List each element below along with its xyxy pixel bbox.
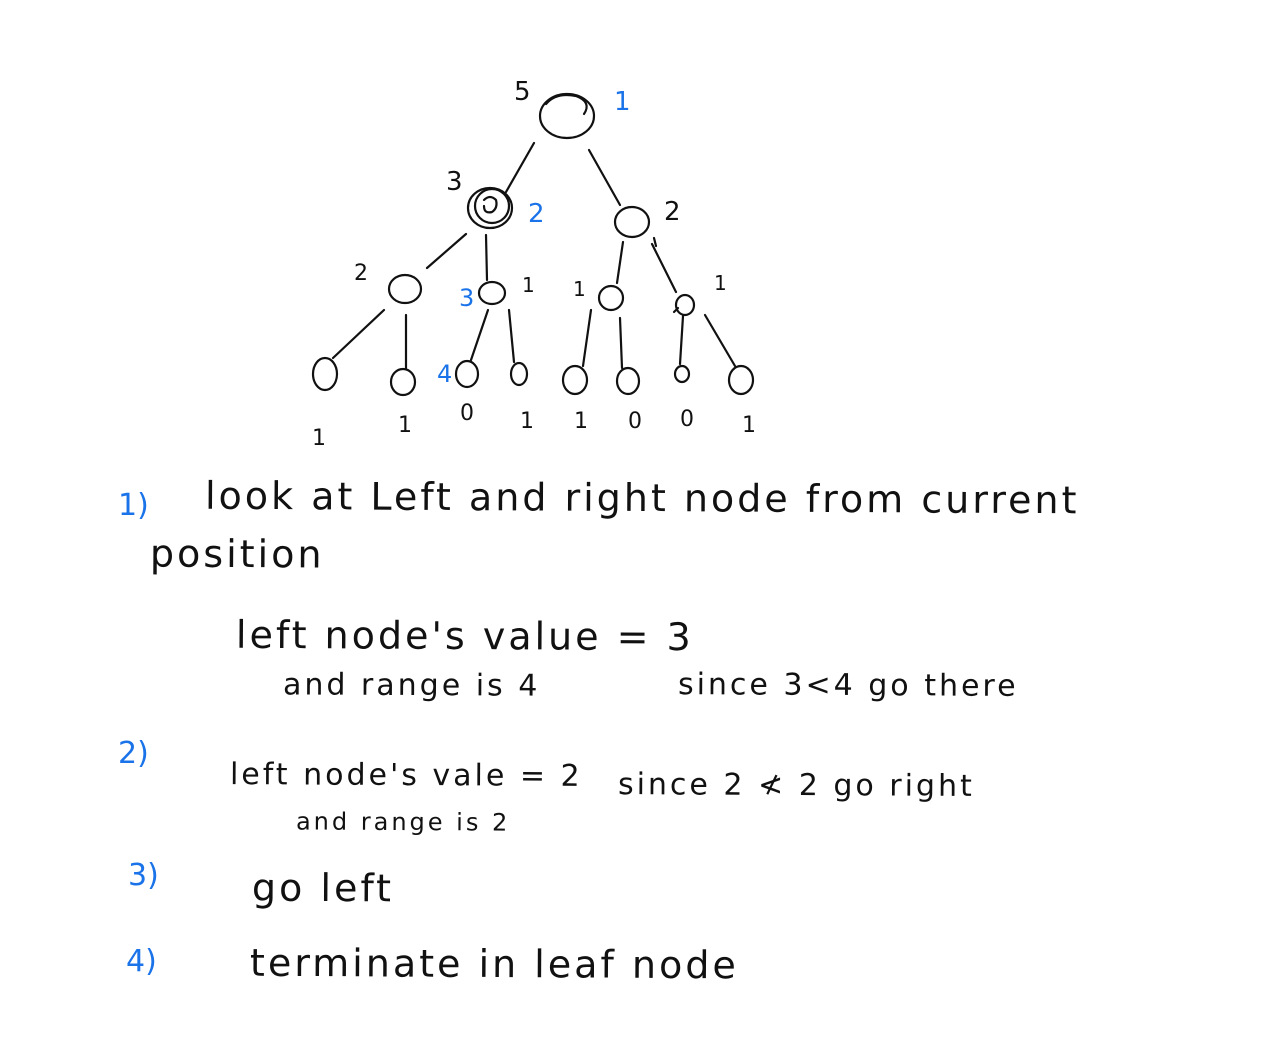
edge-right-rightright xyxy=(650,242,678,294)
step1-number: 1) xyxy=(118,488,149,523)
leaf-value-8: 1 xyxy=(742,413,756,438)
leaf-3 xyxy=(454,359,480,389)
leaf-value-1: 1 xyxy=(312,426,326,451)
step4-number: 4) xyxy=(126,944,157,979)
leaf-5 xyxy=(561,364,589,396)
edge-rr-leaf8 xyxy=(703,313,737,368)
step1-detail2: and range is 4 xyxy=(282,667,541,704)
leaf-value-7: 0 xyxy=(680,407,694,432)
right-left-value: 1 xyxy=(573,277,586,301)
left-value: 3 xyxy=(446,167,463,197)
edge-right-rightleft xyxy=(615,240,625,285)
left-node-circle-2 xyxy=(473,187,511,225)
left-node-scribble xyxy=(482,195,498,214)
step2-number: 2) xyxy=(118,736,149,771)
right-value: 2 xyxy=(664,197,681,227)
leaf-1 xyxy=(311,356,339,392)
leaf-7 xyxy=(673,364,691,384)
left-visit-order: 2 xyxy=(528,199,545,229)
tick-mark xyxy=(672,306,680,314)
edge-lr-leaf4 xyxy=(507,308,516,364)
left-left-value: 2 xyxy=(354,261,368,286)
left-left-node xyxy=(387,273,423,305)
step2-detail3: since 2 ≮ 2 go right xyxy=(617,767,975,804)
right-right-value: 1 xyxy=(714,271,727,295)
leaf-value-4: 1 xyxy=(520,409,534,434)
leaf-value-2: 1 xyxy=(398,413,412,438)
leaf-6 xyxy=(615,366,641,396)
edge-left-leftright xyxy=(484,233,489,282)
left-right-value: 1 xyxy=(522,273,535,297)
right-node xyxy=(613,205,651,239)
step2-detail1: left node's vale = 2 xyxy=(229,757,583,794)
left-right-visit-order: 3 xyxy=(459,284,474,312)
edge-root-right xyxy=(587,148,622,207)
right-left-node xyxy=(597,284,625,312)
left-right-node xyxy=(477,280,507,306)
leaf-2 xyxy=(389,367,417,397)
step4-text: terminate in leaf node xyxy=(249,940,739,988)
left-node xyxy=(466,186,514,230)
leaf-8 xyxy=(727,364,755,396)
edge-rl-leaf6 xyxy=(618,316,624,370)
root-visit-order: 1 xyxy=(614,87,631,117)
step1-line2: position xyxy=(149,531,325,577)
root-value: 5 xyxy=(514,77,531,107)
tick-mark xyxy=(652,236,658,248)
leaf-visit-order: 4 xyxy=(437,360,452,388)
step1-detail1: left node's value = 3 xyxy=(235,612,694,660)
leaf-value-6: 0 xyxy=(628,409,642,434)
leaf-value-5: 1 xyxy=(574,409,588,434)
leaf-4 xyxy=(509,361,529,387)
right-right-node xyxy=(674,293,696,317)
edge-ll-leaf1 xyxy=(331,308,386,360)
step3-text: go left xyxy=(251,865,395,911)
edge-rr-leaf7 xyxy=(678,314,685,366)
leaf-value-3: 0 xyxy=(460,401,474,426)
step3-number: 3) xyxy=(128,858,159,893)
edge-left-leftleft xyxy=(425,232,468,270)
step1-detail3: since 3<4 go there xyxy=(677,667,1019,704)
step1-line1: look at Left and right node from current xyxy=(204,473,1080,523)
edge-lr-leaf3 xyxy=(469,308,490,362)
step2-detail2: and range is 2 xyxy=(295,807,511,837)
root-node-scribble xyxy=(544,93,588,116)
edge-rl-leaf5 xyxy=(581,308,593,368)
edge-root-left xyxy=(504,141,536,194)
